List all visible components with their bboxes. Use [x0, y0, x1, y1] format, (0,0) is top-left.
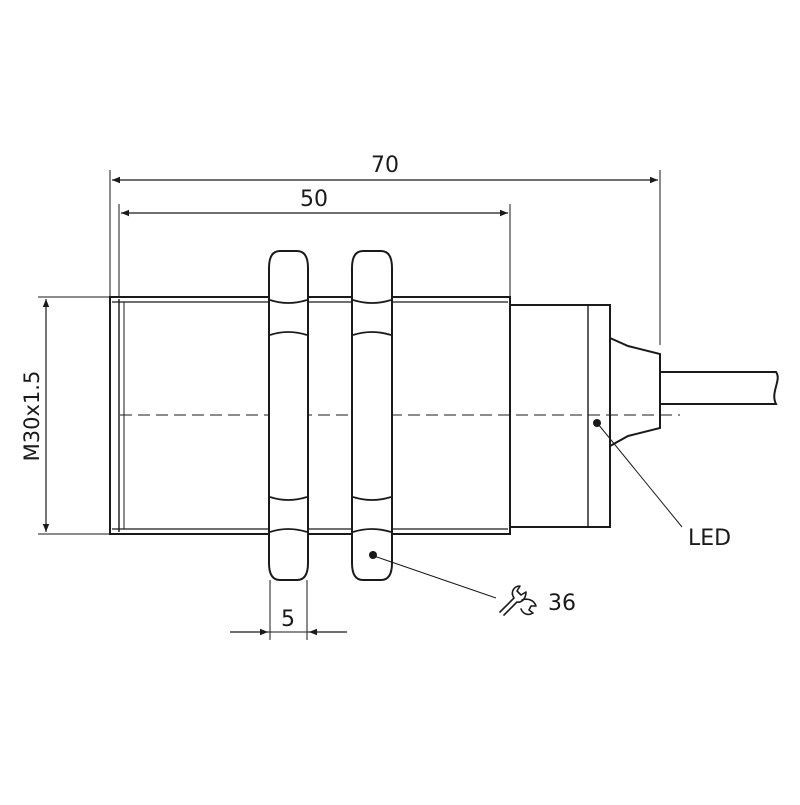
- wrench-size-label: 36: [548, 591, 576, 616]
- dim-overall-length: 70: [112, 153, 658, 184]
- wrench-leader-line: [373, 555, 497, 599]
- nut-left: [268, 250, 309, 581]
- dim-thread-spec: M30x1.5: [20, 299, 50, 532]
- rear-housing: [509, 304, 611, 528]
- cable: [660, 371, 779, 405]
- nut-left-arc-bottom: [269, 496, 308, 501]
- dim-thread-length: 50: [121, 187, 508, 217]
- wrench-dot: [369, 551, 377, 559]
- nut-left-flat-top: [269, 299, 308, 304]
- nut-right-flat-top: [352, 299, 392, 304]
- dim-nut-thickness: 5: [230, 607, 347, 636]
- nut-left-arc-top: [269, 331, 308, 336]
- callout-wrench: 36: [369, 551, 576, 616]
- dim-text-nut: 5: [281, 607, 295, 632]
- nut-right: [351, 250, 393, 581]
- sensor-body: [109, 296, 779, 535]
- dim-text-thread: 50: [300, 187, 328, 212]
- dim-text-thread-spec: M30x1.5: [20, 371, 44, 462]
- cable-gland: [609, 336, 661, 448]
- led-label: LED: [688, 526, 731, 551]
- callout-led: LED: [593, 419, 731, 551]
- nut-right-arc-bottom: [352, 496, 392, 501]
- led-leader-line: [597, 423, 683, 528]
- dim-text-overall: 70: [371, 153, 399, 178]
- nut-right-flat-bottom: [352, 528, 392, 533]
- wrench-icon: [499, 585, 537, 616]
- nut-right-arc-top: [352, 331, 392, 336]
- nut-left-flat-bottom: [269, 528, 308, 533]
- extension-lines: [38, 170, 661, 640]
